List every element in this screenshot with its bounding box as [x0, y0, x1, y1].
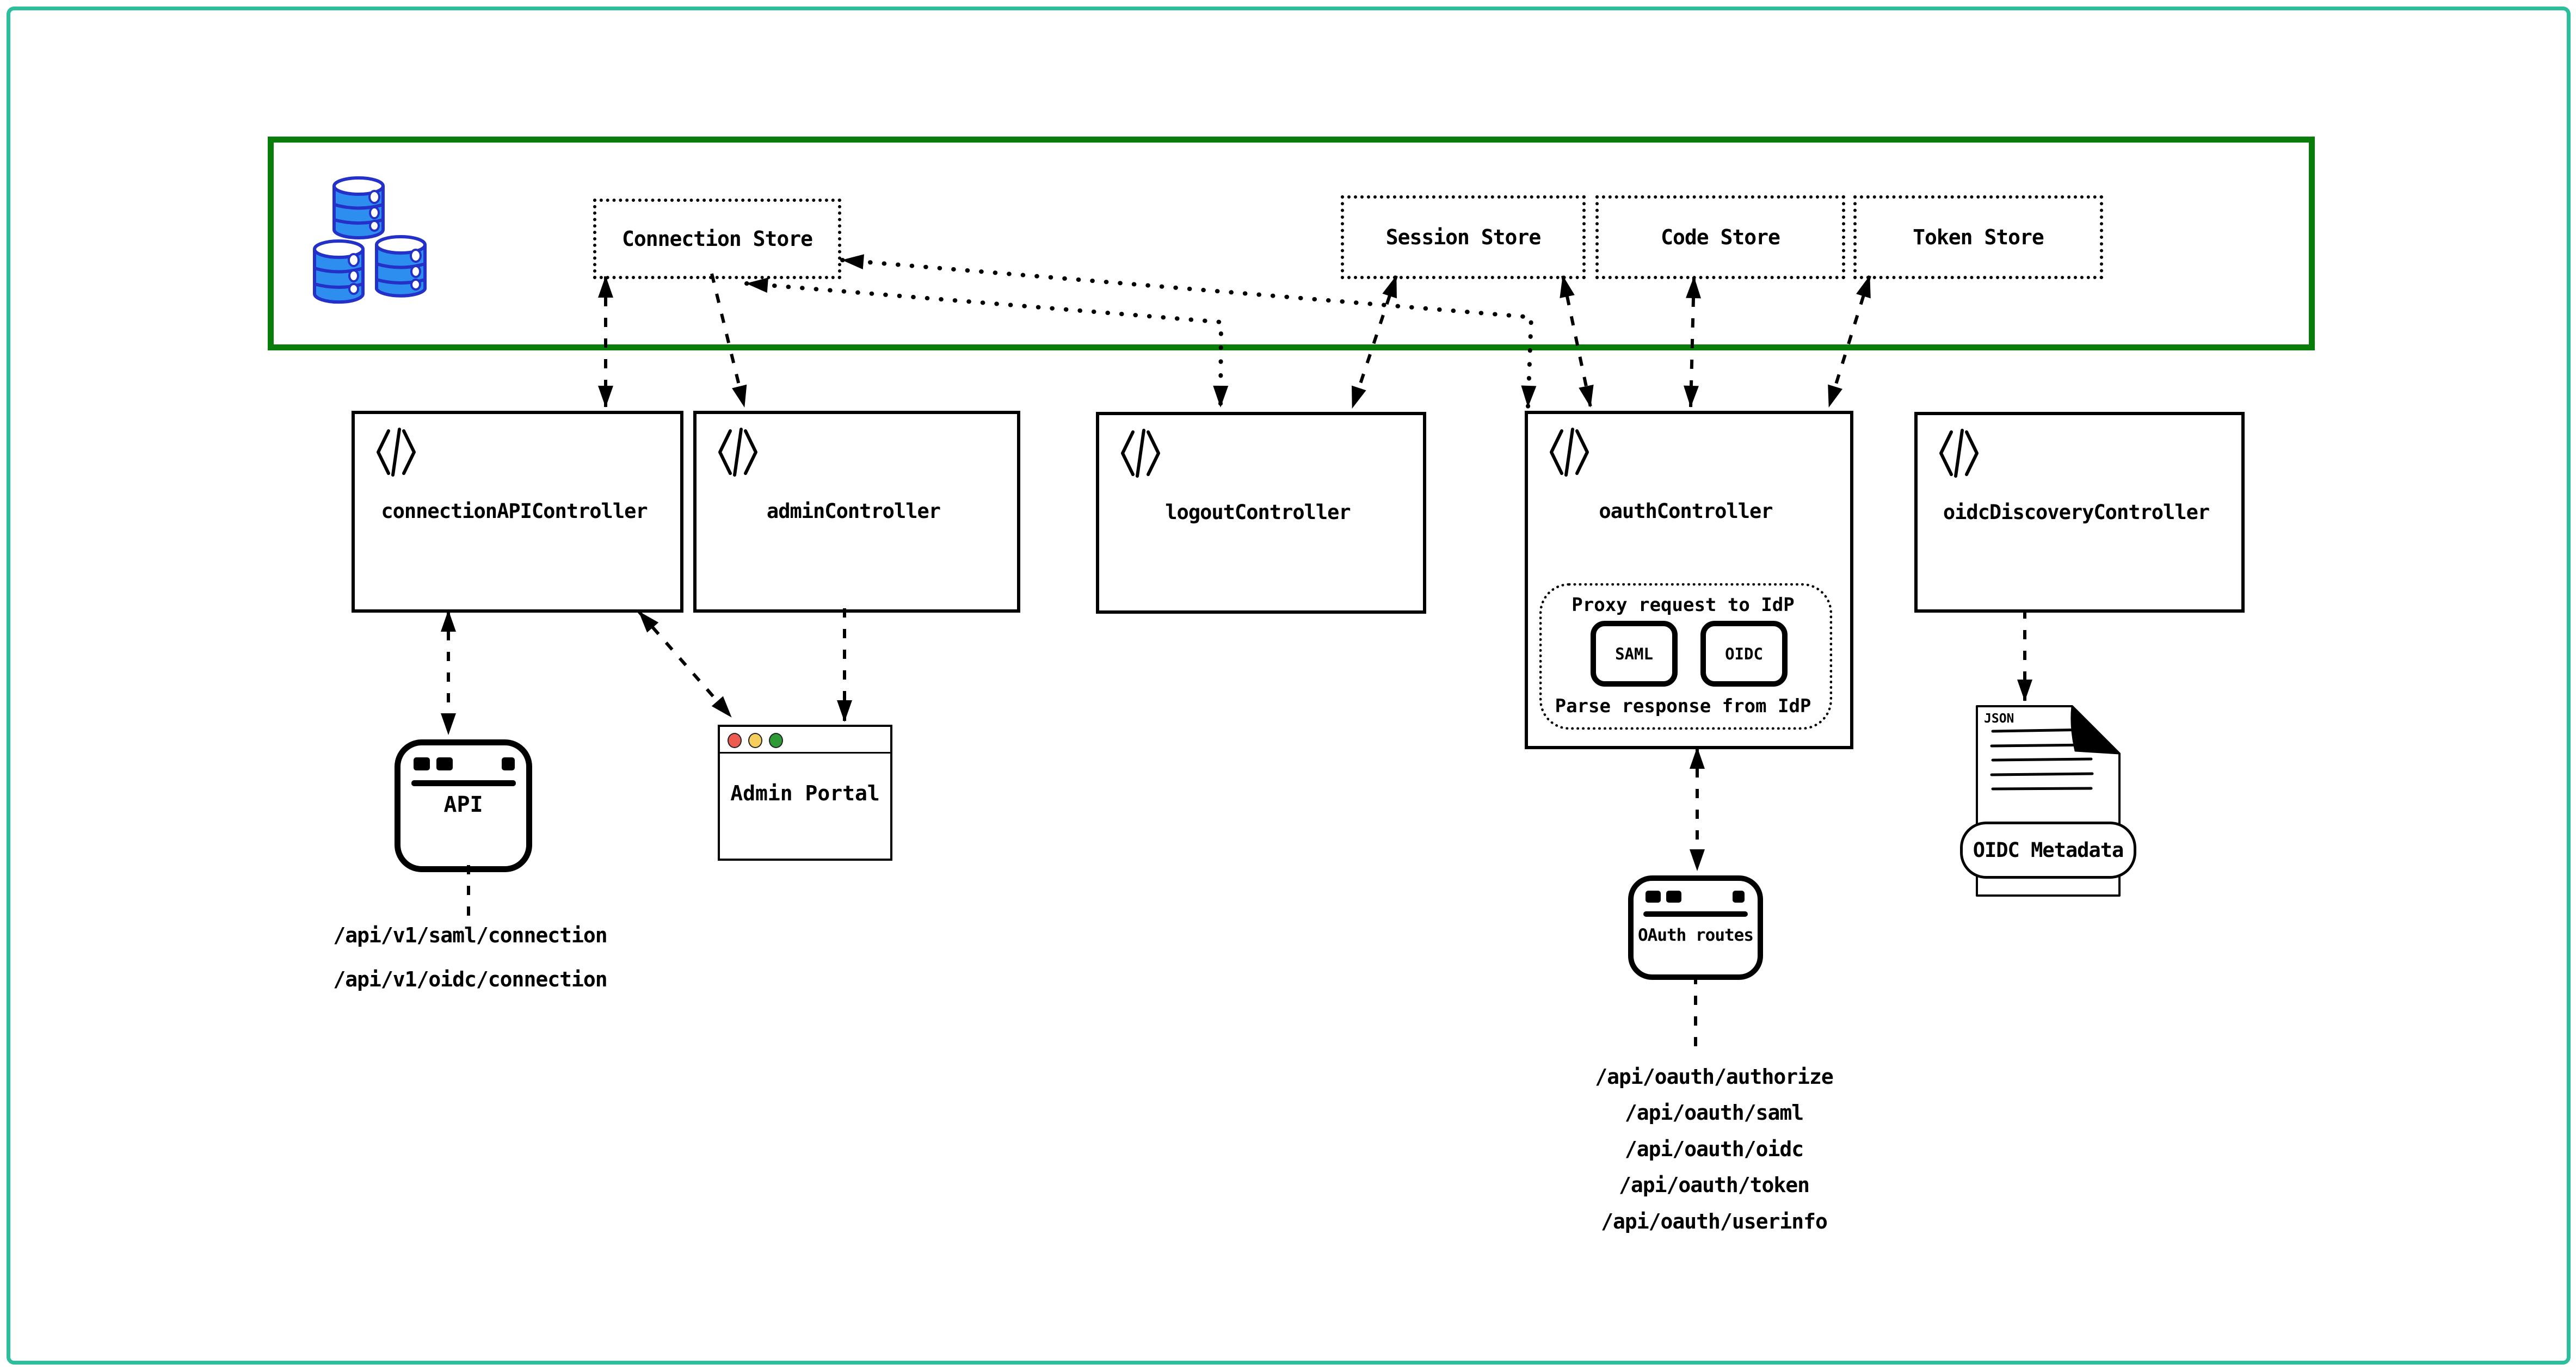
store-label: Code Store: [1661, 225, 1780, 249]
outer-frame: [7, 7, 2571, 1365]
controller-label-oidc-discovery: oidcDiscoveryController: [1943, 500, 2210, 524]
window-control-square: [1666, 891, 1681, 903]
code-icon: [718, 428, 757, 477]
oidc-metadata-banner: OIDC Metadata: [1960, 822, 2136, 879]
proxy-request-label: Proxy request to IdP: [1572, 594, 1795, 616]
admin-portal-window: Admin Portal: [718, 725, 892, 861]
controller-box-admin: [693, 411, 1020, 613]
oauth-route-list: /api/oauth/authorize /api/oauth/saml /ap…: [1551, 1065, 1877, 1250]
parse-response-label: Parse response from IdP: [1555, 695, 1811, 717]
window-control-square: [1733, 891, 1745, 903]
route-text: /api/oauth/oidc: [1624, 1137, 1804, 1161]
oauth-routes-app-icon: OAuth routes: [1628, 875, 1763, 980]
route-text: /api/oauth/token: [1618, 1173, 1810, 1197]
idp-proxy-box: [1539, 583, 1832, 730]
protocol-label: OIDC: [1725, 644, 1763, 663]
route-text: /api/oauth/saml: [1624, 1101, 1804, 1125]
store-box-code: Code Store: [1595, 195, 1845, 279]
window-toolbar-bar: [1643, 911, 1748, 917]
store-label: Connection Store: [621, 227, 813, 251]
window-control-square: [436, 757, 453, 770]
store-box-session: Session Store: [1341, 195, 1586, 279]
api-route-list: /api/v1/saml/connection /api/v1/oidc/con…: [307, 923, 633, 999]
json-filetype-label: JSON: [1984, 712, 2014, 726]
controller-label-admin: adminController: [766, 499, 941, 523]
window-control-square: [414, 757, 430, 770]
route-text: /api/oauth/userinfo: [1601, 1209, 1828, 1233]
controller-label-oauth: oauthController: [1599, 499, 1773, 523]
protocol-label: SAML: [1615, 644, 1653, 663]
window-titlebar: [720, 727, 890, 754]
oauth-routes-label: OAuth routes: [1638, 925, 1754, 945]
admin-portal-label: Admin Portal: [730, 781, 880, 805]
route-text: /api/v1/saml/connection: [333, 923, 607, 947]
controller-box-logout: [1096, 412, 1426, 614]
route-text: /api/oauth/authorize: [1595, 1065, 1834, 1089]
store-box-connection: Connection Store: [593, 199, 841, 279]
store-box-token: Token Store: [1853, 195, 2103, 279]
controller-box-oidc-discovery: [1914, 412, 2245, 613]
traffic-light-green-icon: [769, 733, 783, 748]
api-label: API: [443, 792, 483, 817]
controller-label-logout: logoutController: [1165, 500, 1351, 524]
code-icon: [1939, 429, 1979, 478]
store-label: Token Store: [1913, 225, 2044, 249]
api-app-icon: API: [395, 739, 532, 872]
store-label: Session Store: [1385, 225, 1541, 249]
database-icon: [313, 176, 427, 304]
window-control-square: [502, 757, 515, 770]
traffic-light-yellow-icon: [748, 733, 762, 748]
traffic-light-red-icon: [728, 733, 742, 748]
controller-label-connection-api: connectionAPIController: [381, 499, 648, 523]
code-icon: [377, 428, 416, 477]
protocol-box-saml: SAML: [1591, 621, 1678, 687]
protocol-box-oidc: OIDC: [1700, 621, 1788, 687]
window-control-square: [1646, 891, 1661, 903]
route-text: /api/v1/oidc/connection: [333, 967, 607, 991]
code-icon: [1121, 429, 1160, 478]
controller-box-connection-api: [352, 411, 683, 613]
code-icon: [1550, 428, 1589, 477]
oidc-metadata-label: OIDC Metadata: [1973, 838, 2124, 862]
window-toolbar-bar: [411, 780, 516, 786]
